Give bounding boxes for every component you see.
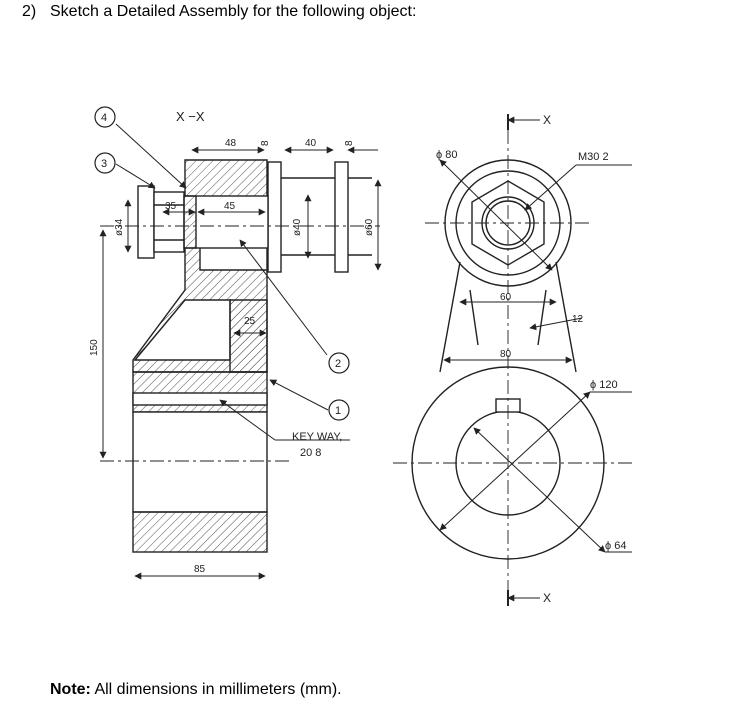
- balloon-1: 1: [335, 405, 341, 417]
- note-label: Note:: [50, 681, 91, 698]
- dim-48: 48: [225, 138, 237, 149]
- side-dimension-lines: [439, 116, 632, 602]
- dim-phi34: ø34: [114, 218, 125, 236]
- dim-40: 40: [305, 138, 317, 149]
- side-dim-80: 80: [500, 349, 512, 360]
- dim-35: 35: [165, 201, 177, 212]
- section-x-top: X: [543, 113, 551, 127]
- dim-phi60: ø60: [364, 218, 375, 236]
- section-label: X −X: [176, 109, 205, 124]
- dim-phi40: ø40: [292, 218, 303, 236]
- dim-8b: 8: [344, 140, 355, 146]
- note: Note: All dimensions in millimeters (mm)…: [50, 681, 342, 699]
- front-dimension-lines: [99, 123, 382, 580]
- side-dim-m30: M30 2: [578, 151, 609, 163]
- question-heading: 2) Sketch a Detailed Assembly for the fol…: [22, 3, 416, 21]
- note-text: All dimensions in millimeters (mm).: [94, 681, 342, 698]
- front-section-view: [100, 159, 380, 553]
- question-number: 2): [22, 3, 37, 20]
- question-text: Sketch a Detailed Assembly for the follo…: [50, 3, 417, 20]
- dim-85: 85: [194, 564, 206, 575]
- side-dim-phi64: ϕ 64: [605, 540, 626, 552]
- keyway-line1: KEY WAY,: [292, 431, 342, 443]
- dim-8a: 8: [260, 140, 271, 146]
- balloon-2: 2: [335, 358, 341, 370]
- section-x-bottom: X: [543, 591, 551, 605]
- balloon-3: 3: [101, 158, 107, 170]
- side-dim-phi120: ϕ 120: [590, 379, 618, 391]
- part-balloons: [94, 106, 350, 421]
- side-dim-phi80: ϕ 80: [436, 149, 457, 161]
- side-dim-12: 12: [572, 314, 584, 325]
- dim-25: 25: [244, 316, 256, 327]
- dim-150: 150: [89, 339, 100, 356]
- dim-45: 45: [224, 201, 236, 212]
- balloon-4: 4: [101, 112, 107, 124]
- keyway-line2: 20 8: [300, 447, 321, 459]
- side-dim-60: 60: [500, 292, 512, 303]
